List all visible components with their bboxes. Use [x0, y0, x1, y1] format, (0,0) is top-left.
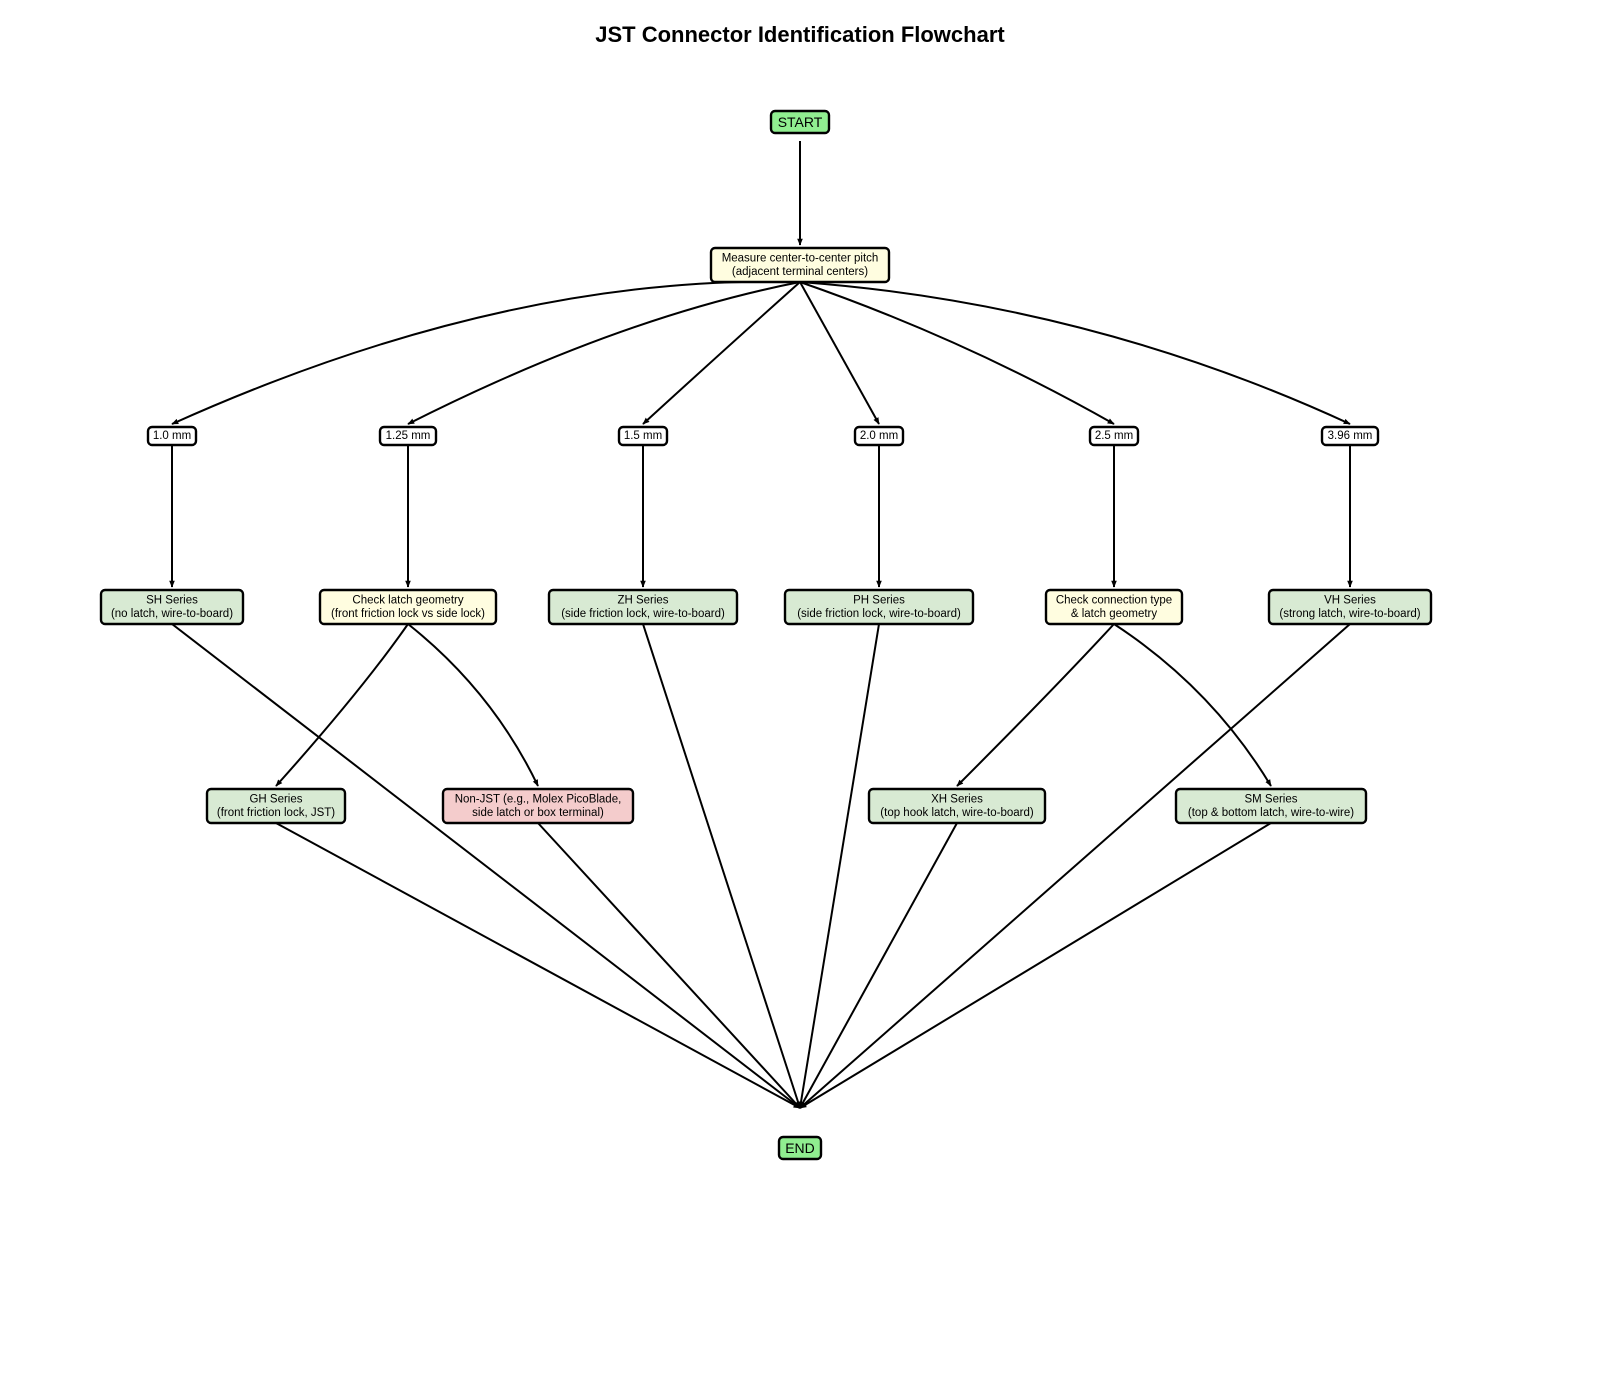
node-box-conn — [1044, 588, 1184, 626]
node-label-latch-1: (front friction lock vs side lock) — [331, 608, 485, 620]
edge-measure-to-p15 — [642, 281, 801, 425]
node-measure: Measure center-to-center pitch (adjacent … — [709, 246, 891, 284]
edge-measure-to-p10 — [171, 280, 801, 425]
node-conn: Check connection type & latch geometry — [1044, 588, 1184, 626]
node-box-vh — [1267, 588, 1433, 626]
node-box-xh — [867, 787, 1047, 825]
node-label-xh-1: (top hook latch, wire-to-board) — [880, 807, 1034, 819]
node-box-p10 — [146, 425, 198, 447]
node-label-sm-1: (top & bottom latch, wire-to-wire) — [1188, 807, 1354, 819]
node-label-sm-0: SM Series — [1244, 793, 1297, 805]
node-p396: 3.96 mm — [1320, 425, 1380, 447]
node-label-start-0: START — [778, 114, 823, 130]
node-label-p10-0: 1.0 mm — [153, 430, 191, 442]
edge-conn-to-sm — [1113, 623, 1272, 787]
edge-sm-to-end — [799, 822, 1272, 1109]
node-label-end-0: END — [785, 1140, 815, 1156]
node-label-zh-1: (side friction lock, wire-to-board) — [561, 608, 725, 620]
edge-latch-to-gh — [275, 623, 409, 787]
node-label-nonjst-1: side latch or box terminal) — [472, 807, 604, 819]
node-label-gh-0: GH Series — [249, 793, 302, 805]
node-box-nonjst — [441, 787, 635, 825]
node-box-latch — [318, 588, 498, 626]
node-sm: SM Series (top & bottom latch, wire-to-wi… — [1174, 787, 1368, 825]
diagram-title: JST Connector Identification Flowchart — [595, 22, 1005, 47]
edge-latch-to-nonjst — [407, 623, 539, 787]
node-zh: ZH Series (side friction lock, wire-to-bo… — [547, 588, 739, 626]
node-label-latch-0: Check latch geometry — [352, 594, 463, 606]
node-p10: 1.0 mm — [146, 425, 198, 447]
node-end: END — [777, 1135, 823, 1161]
node-box-sm — [1174, 787, 1368, 825]
node-p125: 1.25 mm — [378, 425, 438, 447]
node-label-vh-1: (strong latch, wire-to-board) — [1279, 608, 1420, 620]
node-box-p15 — [617, 425, 669, 447]
node-label-xh-0: XH Series — [931, 793, 983, 805]
node-label-zh-0: ZH Series — [617, 594, 668, 606]
node-box-sh — [99, 588, 245, 626]
node-label-measure-0: Measure center-to-center pitch — [722, 252, 879, 264]
node-xh: XH Series (top hook latch, wire-to-board) — [867, 787, 1047, 825]
edge-measure-to-p396 — [799, 281, 1351, 425]
node-box-ph — [783, 588, 975, 626]
edge-vh-to-end — [799, 623, 1351, 1109]
node-label-sh-0: SH Series — [146, 594, 198, 606]
node-p20: 2.0 mm — [853, 425, 905, 447]
node-box-p125 — [378, 425, 438, 447]
node-box-zh — [547, 588, 739, 626]
node-p25: 2.5 mm — [1088, 425, 1140, 447]
node-sh: SH Series (no latch, wire-to-board) — [99, 588, 245, 626]
node-p15: 1.5 mm — [617, 425, 669, 447]
node-box-p20 — [853, 425, 905, 447]
edge-ph-to-end — [798, 623, 880, 1109]
node-label-p25-0: 2.5 mm — [1095, 430, 1133, 442]
node-ph: PH Series (side friction lock, wire-to-bo… — [783, 588, 975, 626]
node-label-ph-0: PH Series — [853, 594, 905, 606]
node-label-vh-0: VH Series — [1324, 594, 1376, 606]
node-box-p25 — [1088, 425, 1140, 447]
node-label-conn-1: & latch geometry — [1071, 608, 1158, 620]
edge-zh-to-end — [642, 623, 801, 1109]
node-label-conn-0: Check connection type — [1056, 594, 1172, 606]
node-label-ph-1: (side friction lock, wire-to-board) — [797, 608, 961, 620]
node-vh: VH Series (strong latch, wire-to-board) — [1267, 588, 1433, 626]
node-gh: GH Series (front friction lock, JST) — [205, 787, 347, 825]
node-label-gh-1: (front friction lock, JST) — [217, 807, 335, 819]
edge-sh-to-end — [171, 623, 801, 1109]
node-box-end — [777, 1135, 823, 1161]
edges-layer — [169, 141, 1353, 1109]
node-start: START — [769, 109, 831, 135]
node-box-gh — [205, 787, 347, 825]
node-label-p15-0: 1.5 mm — [624, 430, 662, 442]
edge-measure-to-p25 — [799, 281, 1115, 425]
node-box-start — [769, 109, 831, 135]
node-label-p20-0: 2.0 mm — [860, 430, 898, 442]
node-nonjst: Non-JST (e.g., Molex PicoBlade, side latc… — [441, 787, 635, 825]
node-label-measure-1: (adjacent terminal centers) — [732, 266, 868, 278]
node-label-p125-0: 1.25 mm — [386, 430, 431, 442]
node-label-sh-1: (no latch, wire-to-board) — [111, 608, 233, 620]
node-label-nonjst-0: Non-JST (e.g., Molex PicoBlade, — [455, 793, 622, 805]
nodes-layer: START Measure center-to-center pitch (adja… — [99, 109, 1433, 1161]
edge-nonjst-to-end — [537, 822, 801, 1109]
node-box-p396 — [1320, 425, 1380, 447]
edge-gh-to-end — [275, 822, 801, 1109]
node-label-p396-0: 3.96 mm — [1328, 430, 1373, 442]
node-box-measure — [709, 246, 891, 284]
node-latch: Check latch geometry (front friction lock… — [318, 588, 498, 626]
edge-measure-to-p20 — [799, 281, 880, 425]
edge-conn-to-xh — [956, 623, 1115, 787]
edge-xh-to-end — [799, 822, 958, 1109]
edge-measure-to-p125 — [407, 281, 801, 425]
